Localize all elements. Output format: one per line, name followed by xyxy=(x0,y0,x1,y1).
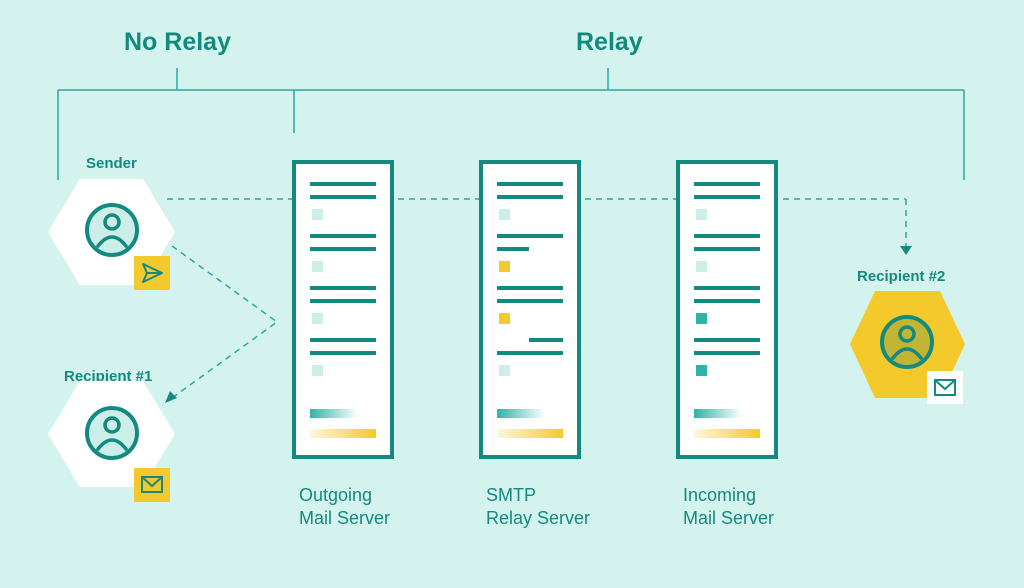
recipient-1-label: Recipient #1 xyxy=(64,368,153,385)
smtp-relay-server-label-line2: Relay Server xyxy=(486,508,591,528)
smtp-relay-server-label: SMTP Relay Server xyxy=(486,484,590,530)
envelope-icon xyxy=(134,468,170,502)
incoming-server-label: Incoming Mail Server xyxy=(683,484,774,530)
no-relay-flow-line xyxy=(171,245,279,399)
outgoing-server-label-line1: Outgoing xyxy=(299,485,373,505)
recipient-2-node xyxy=(850,291,965,404)
recipient-1-node xyxy=(48,381,175,502)
relay-label: Relay xyxy=(576,28,643,56)
group-brackets xyxy=(57,68,965,180)
recipient-2-label: Recipient #2 xyxy=(857,268,946,285)
server-frame xyxy=(676,160,778,459)
incoming-mail-server xyxy=(676,160,778,459)
no-relay-label: No Relay xyxy=(124,28,231,56)
outgoing-mail-server xyxy=(292,160,394,459)
incoming-server-label-line2: Mail Server xyxy=(683,508,775,528)
sender-avatar-head xyxy=(103,213,121,231)
envelope-icon xyxy=(927,371,963,404)
recipient-2-avatar-head xyxy=(898,325,916,343)
smtp-relay-server-label-line1: SMTP xyxy=(486,485,537,505)
send-icon xyxy=(134,256,170,290)
server-frame xyxy=(292,160,394,459)
arrow-to-recipient-2 xyxy=(900,246,912,255)
outgoing-server-label: Outgoing Mail Server xyxy=(299,484,390,530)
recipient-2-avatar-body xyxy=(891,347,923,360)
server-frame xyxy=(479,160,581,459)
sender-node xyxy=(48,179,175,290)
incoming-server-label-line1: Incoming xyxy=(683,485,757,505)
flow-lines xyxy=(167,198,907,399)
smtp-relay-server xyxy=(479,160,581,459)
recipient-1-avatar-body xyxy=(96,438,128,451)
outgoing-server-label-line2: Mail Server xyxy=(299,508,391,528)
sender-avatar-body xyxy=(96,235,128,248)
arrow-to-recipient-1 xyxy=(165,391,177,403)
recipient-1-avatar-head xyxy=(103,416,121,434)
sender-label: Sender xyxy=(86,155,137,172)
